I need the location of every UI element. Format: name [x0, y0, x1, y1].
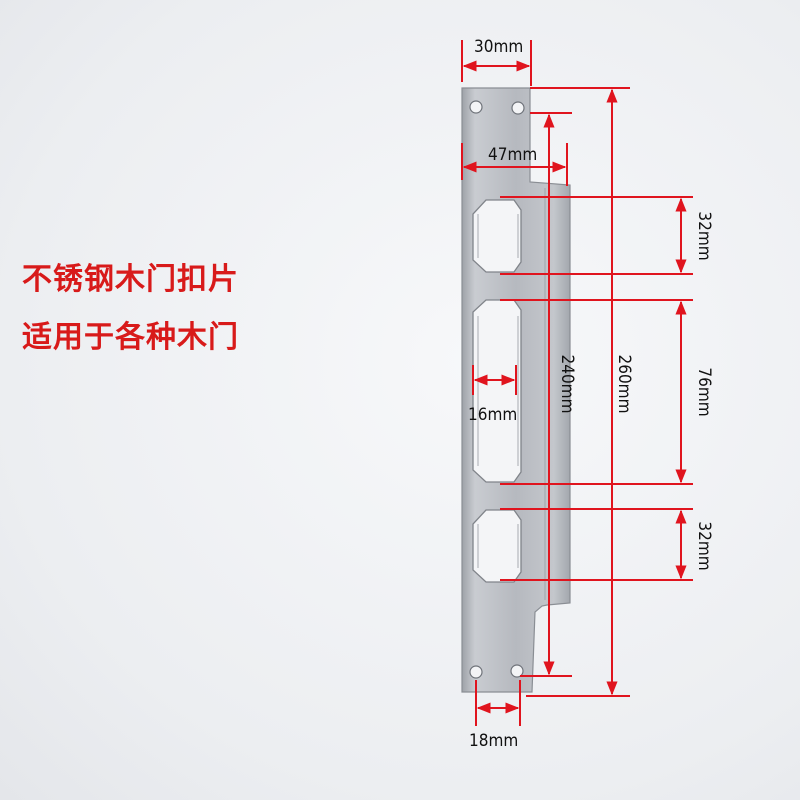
dim-label-76: 76mm — [694, 367, 714, 416]
dim-label-18: 18mm — [469, 731, 518, 751]
dim-label-32-top: 32mm — [694, 211, 714, 260]
dim-label-32-bottom: 32mm — [694, 521, 714, 570]
caption-product-name: 不锈钢木门扣片 — [22, 262, 239, 297]
slots — [472, 199, 522, 583]
dim-label-260: 260mm — [614, 355, 634, 414]
screw-holes — [469, 100, 525, 679]
dim-label-240: 240mm — [557, 355, 577, 414]
slot-inner-lines — [477, 214, 519, 568]
caption-usage: 适用于各种木门 — [22, 320, 239, 355]
dim-label-30: 30mm — [474, 37, 523, 57]
dim-label-16: 16mm — [468, 405, 517, 425]
dim-label-47: 47mm — [488, 145, 537, 165]
dimension-lines — [461, 40, 693, 726]
